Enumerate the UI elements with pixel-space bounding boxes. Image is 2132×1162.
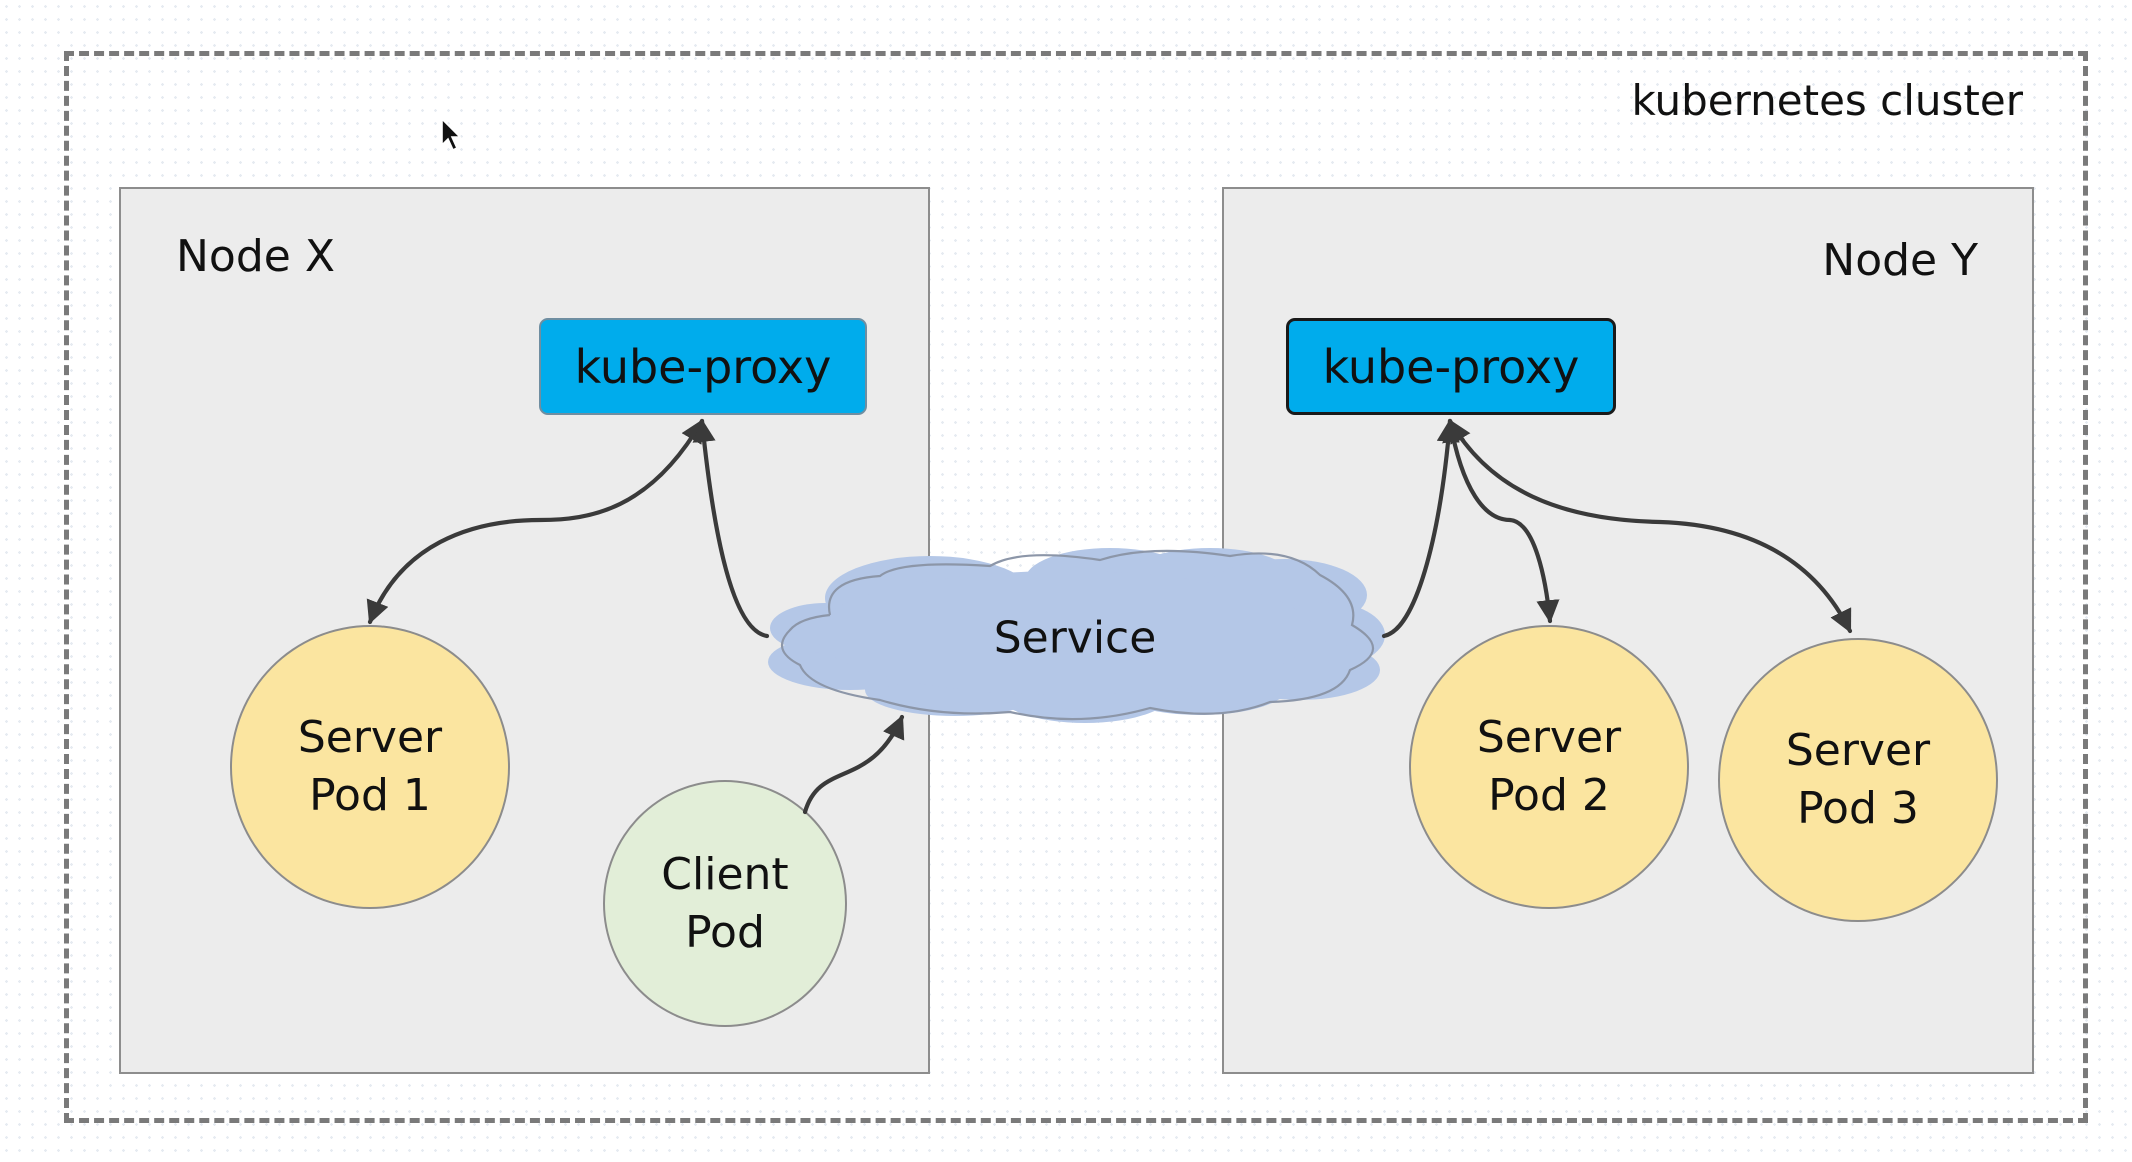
client-pod-line2: Pod bbox=[685, 906, 765, 958]
server-pod-3: Server Pod 3 bbox=[1718, 638, 1998, 922]
server-pod-2: Server Pod 2 bbox=[1409, 625, 1689, 909]
edge-client-pod-to-service bbox=[802, 714, 905, 815]
node-x-kube-proxy-label: kube-proxy bbox=[574, 339, 832, 394]
edge-proxy-y-to-server-pod-3 bbox=[1447, 418, 1853, 634]
server-pod-2-line1: Server bbox=[1476, 712, 1622, 763]
node-x-kube-proxy: kube-proxy bbox=[539, 318, 867, 415]
client-pod: Client Pod bbox=[603, 780, 847, 1027]
server-pod-3-line2: Pod 3 bbox=[1797, 783, 1919, 834]
mouse-pointer-icon bbox=[441, 117, 462, 152]
edge-proxy-y-to-server-pod-2 bbox=[1442, 418, 1560, 624]
server-pod-2-line2: Pod 2 bbox=[1488, 770, 1610, 821]
server-pod-1-line1: Server bbox=[297, 712, 443, 763]
server-pod-1: Server Pod 1 bbox=[230, 625, 510, 909]
server-pod-3-line1: Server bbox=[1785, 725, 1931, 776]
node-y-kube-proxy-label: kube-proxy bbox=[1322, 339, 1580, 394]
cluster-label: kubernetes cluster bbox=[1631, 76, 2023, 125]
service-cloud bbox=[768, 548, 1385, 723]
node-y-label: Node Y bbox=[1822, 235, 1978, 286]
server-pod-1-line2: Pod 1 bbox=[309, 770, 431, 821]
client-pod-line1: Client bbox=[661, 848, 789, 900]
edge-proxy-x-to-server-pod-1 bbox=[366, 418, 705, 625]
edge-service-to-proxy-x bbox=[692, 418, 770, 639]
node-y-kube-proxy: kube-proxy bbox=[1286, 318, 1616, 415]
kubernetes-cluster-boundary: kubernetes cluster bbox=[64, 51, 2088, 1123]
service-label: Service bbox=[993, 612, 1157, 664]
edge-service-to-proxy-y bbox=[1381, 418, 1460, 639]
node-x-label: Node X bbox=[176, 231, 335, 282]
